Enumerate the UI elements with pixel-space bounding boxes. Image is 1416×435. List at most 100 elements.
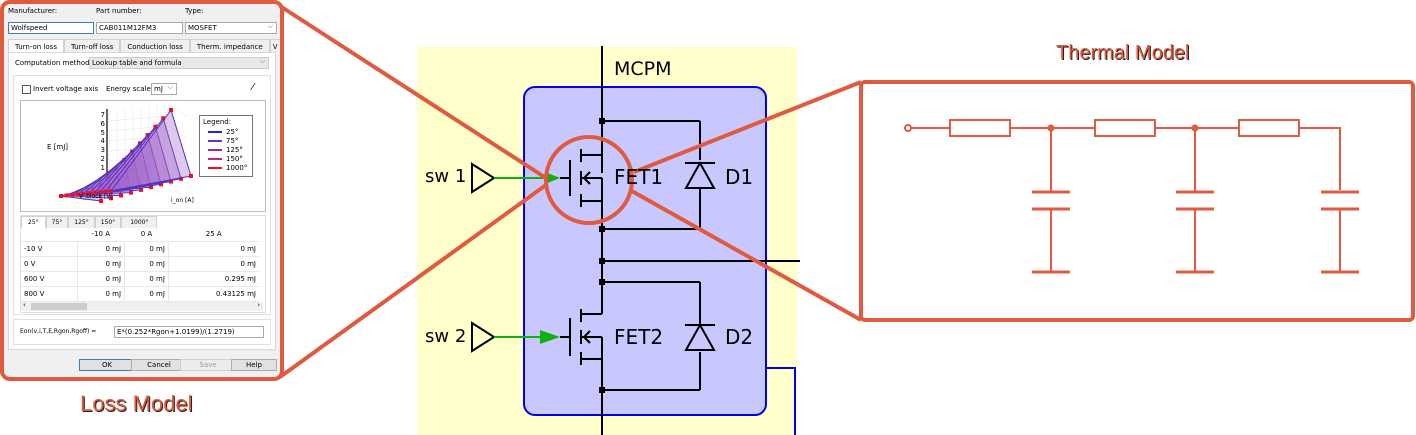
- table-cell[interactable]: 0 mJ: [124, 286, 169, 302]
- table-cell[interactable]: 0 mJ: [167, 241, 259, 257]
- tab-turn-on-loss[interactable]: Turn-on loss: [8, 39, 64, 54]
- surface-point: [139, 187, 143, 192]
- table-cell[interactable]: 0.43125 mJ: [167, 286, 259, 302]
- energy-scale-select[interactable]: mJ: [151, 83, 177, 95]
- fet1-label: FET1: [614, 165, 664, 189]
- thermal-resistor-2: [1094, 119, 1156, 137]
- y-tick-label: 5: [100, 128, 105, 137]
- surface-point: [149, 185, 153, 190]
- table-cell[interactable]: 0 mJ: [76, 256, 125, 272]
- table-row: -10 V 0 mJ 0 mJ 0 mJ: [21, 241, 259, 257]
- surface-point: [169, 179, 173, 184]
- legend-swatch: [208, 140, 222, 142]
- surface-point: [189, 174, 193, 178]
- table-cell[interactable]: 0.295 mJ: [167, 271, 259, 287]
- cancel-button[interactable]: Cancel: [131, 359, 187, 371]
- surface-point: [109, 189, 113, 193]
- table-cell[interactable]: 0 mJ: [76, 241, 125, 257]
- table-cell[interactable]: 0 mJ: [76, 271, 125, 287]
- legend-item: 75°: [208, 137, 238, 145]
- y-tick-label: 2: [100, 154, 105, 163]
- d1-label: D1: [725, 165, 754, 189]
- surface-point: [161, 116, 166, 121]
- formula-input[interactable]: E*(0.252*Rgon+1.0199)/(1.2719): [114, 326, 264, 338]
- turn-on-loss-panel: Computation method: Lookup table and for…: [8, 52, 276, 350]
- table-cell[interactable]: 0 mJ: [76, 286, 125, 302]
- table-corner: [21, 227, 77, 242]
- thermal-input-terminal: [904, 124, 912, 132]
- tab-turn-off-loss[interactable]: Turn-off loss: [63, 39, 121, 54]
- type-select[interactable]: MOSFET: [185, 22, 277, 34]
- sw2-input-port: [471, 321, 496, 353]
- surface-point: [97, 190, 102, 195]
- table-row: 800 V 0 mJ 0 mJ 0.43125 mJ: [21, 286, 259, 302]
- y-tick-label: 3: [100, 146, 105, 155]
- energy-surface-svg: [59, 103, 193, 203]
- thermal-resistor-1: [949, 119, 1011, 137]
- sw1-input-port: [471, 162, 496, 194]
- row-header: 600 V: [21, 271, 77, 287]
- d1-symbol: [684, 160, 716, 189]
- legend-item: 25°: [208, 128, 238, 136]
- module-label: MCPM: [614, 58, 672, 80]
- scroll-right-icon[interactable]: ›: [257, 301, 260, 309]
- table-horizontal-scrollbar[interactable]: ‹ ›: [21, 301, 263, 311]
- type-value: MOSFET: [188, 24, 217, 32]
- part-number-input[interactable]: CAB011M12FM3: [96, 22, 183, 34]
- legend-label: 75°: [226, 137, 239, 145]
- table-cell[interactable]: 0 mJ: [167, 256, 259, 272]
- legend-item: 1000°: [208, 164, 247, 172]
- scrollbar-thumb[interactable]: [31, 303, 87, 310]
- tab-therm-impedance[interactable]: Therm. impedance: [189, 39, 270, 54]
- scroll-left-icon[interactable]: ‹: [23, 301, 26, 309]
- z-axis-label: i_on [A]: [171, 197, 194, 204]
- table-cell[interactable]: 0 mJ: [124, 241, 169, 257]
- y-tick-label: 4: [100, 137, 105, 146]
- fet2-label: FET2: [614, 325, 664, 349]
- power-wires: [601, 46, 800, 435]
- callout-lines: [278, 4, 862, 379]
- surface-mesh: [59, 108, 193, 203]
- thermal-model-title: Thermal Model: [1056, 42, 1190, 64]
- plot-legend: Legend: 25°75°125°150°1000°: [199, 115, 253, 177]
- legend-label: 25°: [226, 128, 239, 136]
- temp-tab-125[interactable]: 125°: [68, 216, 95, 228]
- table-cell[interactable]: 0 mJ: [124, 256, 169, 272]
- table-cell[interactable]: 0 mJ: [124, 271, 169, 287]
- tab-conduction-loss[interactable]: Conduction loss: [120, 39, 190, 54]
- save-button[interactable]: Save: [180, 359, 236, 371]
- manufacturer-input[interactable]: Wolfspeed: [8, 22, 94, 34]
- surface-point: [129, 190, 133, 195]
- thermal-ladder: [904, 119, 1359, 274]
- mcpm-module[interactable]: [523, 86, 767, 416]
- surface-point: [59, 194, 63, 198]
- surface-point: [81, 191, 86, 196]
- magic-wand-icon[interactable]: ⁄: [252, 82, 254, 93]
- temp-tab-150[interactable]: 150°: [94, 216, 122, 228]
- surface-point: [153, 124, 158, 129]
- energy-scale-label: Energy scale:: [106, 85, 154, 93]
- thermal-model-frame: [859, 80, 1415, 322]
- energy-table: -10 A 0 A 25 A -10 V 0 mJ 0 mJ 0 mJ 0 V …: [21, 227, 259, 302]
- fet1-symbol: [560, 140, 603, 215]
- column-header: 0 A: [124, 227, 169, 242]
- help-button[interactable]: Help: [231, 359, 277, 371]
- plot-group: Invert voltage axis Energy scale: mJ ⁄ E…: [13, 75, 271, 315]
- temp-tab-75[interactable]: 75°: [45, 216, 69, 228]
- sw2-label: sw 2: [425, 326, 467, 347]
- invert-voltage-checkbox[interactable]: [22, 85, 31, 94]
- gate1-arrow: [545, 172, 560, 184]
- surface-point: [92, 190, 97, 195]
- temp-tab-1000[interactable]: 1000°: [121, 216, 158, 228]
- legend-label: 125°: [226, 146, 243, 154]
- surface-point: [109, 196, 113, 201]
- thermal-node-2: [1191, 124, 1199, 132]
- computation-method-select[interactable]: Lookup table and formula: [89, 57, 269, 69]
- surface-point: [159, 182, 163, 187]
- tab-more[interactable]: V: [269, 39, 280, 54]
- formula-label: Eon(v,i,T,E,Rgon,Rgoff) =: [20, 328, 97, 335]
- loss-tabs: Turn-on loss Turn-off loss Conduction lo…: [8, 39, 280, 54]
- loss-model-dialog: Manufacturer: Part number: Type: Wolfspe…: [4, 3, 280, 377]
- temp-tab-25[interactable]: 25°: [21, 216, 46, 228]
- computation-method-label: Computation method:: [15, 59, 92, 67]
